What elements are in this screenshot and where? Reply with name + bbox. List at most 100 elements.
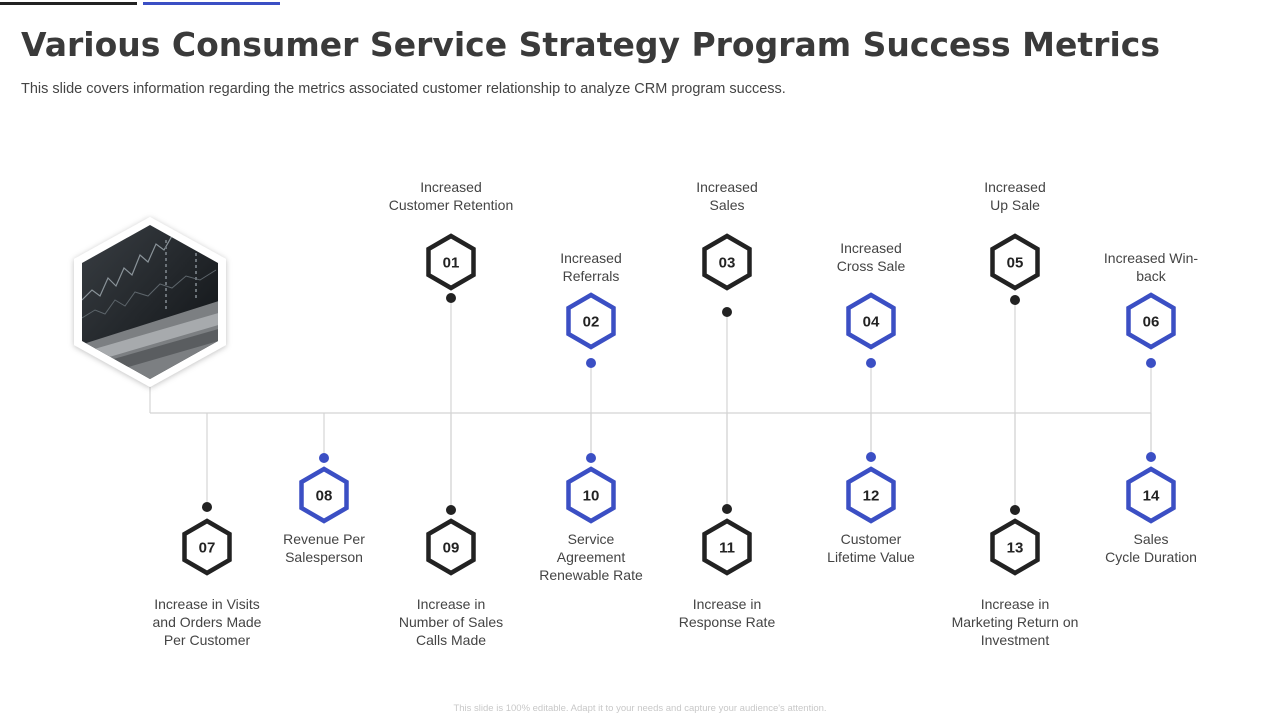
metric-label-line: Agreement bbox=[556, 549, 626, 565]
metric-number-12: 12 bbox=[863, 488, 880, 505]
connector-dot-10 bbox=[586, 453, 596, 463]
hexagon-icon-13 bbox=[990, 518, 1040, 576]
metric-label-line: Service bbox=[567, 531, 615, 547]
metric-label-line: Revenue Per bbox=[283, 531, 365, 547]
metric-node-08: 08 bbox=[299, 413, 349, 524]
laptop-photo-icon bbox=[74, 217, 226, 387]
metric-label-06: Increased Win-back bbox=[1076, 249, 1226, 285]
connector-dot-08 bbox=[319, 453, 329, 463]
hexagon-icon-01 bbox=[426, 233, 476, 291]
metric-node-14: 14 bbox=[1126, 413, 1176, 524]
metric-number-03: 03 bbox=[719, 255, 736, 272]
hexagon-icon-14 bbox=[1126, 466, 1176, 524]
connector-dot-01 bbox=[446, 293, 456, 303]
metric-label-line: Per Customer bbox=[163, 632, 251, 648]
metric-label-11: Increase in Response Rate bbox=[652, 595, 802, 631]
connector-dot-02 bbox=[586, 358, 596, 368]
connector-dot-11 bbox=[722, 504, 732, 514]
metric-label-line: Marketing Return on bbox=[951, 614, 1079, 630]
metric-node-12: 12 bbox=[846, 413, 896, 524]
metric-label-line: Customer bbox=[840, 531, 902, 547]
metric-label-line: Renewable Rate bbox=[539, 567, 643, 583]
metric-label-line: Sales bbox=[709, 197, 745, 213]
metric-number-11: 11 bbox=[719, 540, 735, 557]
metric-label-05: Increased Up Sale bbox=[940, 178, 1090, 214]
metric-number-05: 05 bbox=[1007, 255, 1024, 272]
metric-label-13: Increase in Marketing Return on Investment bbox=[940, 595, 1090, 649]
metric-label-line: and Orders Made bbox=[152, 614, 262, 630]
page-subtitle: This slide covers information regarding … bbox=[21, 81, 786, 97]
metric-label-line: Calls Made bbox=[415, 632, 487, 648]
metric-node-02: 02 bbox=[566, 292, 616, 458]
hexagon-icon-05 bbox=[990, 233, 1040, 291]
metric-label-line: back bbox=[1136, 268, 1166, 284]
metric-label-line: Cross Sale bbox=[836, 258, 906, 274]
hexagon-icon-12 bbox=[846, 466, 896, 524]
metric-label-line: Increased bbox=[840, 240, 902, 256]
metric-label-line: Referrals bbox=[562, 268, 620, 284]
metric-label-line: Increased bbox=[984, 179, 1046, 195]
connector-dot-05 bbox=[1010, 295, 1020, 305]
connector-dot-14 bbox=[1146, 452, 1156, 462]
metric-label-line: Salesperson bbox=[285, 549, 363, 565]
connector-dot-12 bbox=[866, 452, 876, 462]
metric-node-13: 13 bbox=[990, 413, 1040, 576]
metric-number-10: 10 bbox=[583, 488, 600, 505]
metric-label-line: Number of Sales bbox=[398, 614, 504, 630]
hexagon-icon-03 bbox=[702, 233, 752, 291]
hexagon-icon-06 bbox=[1126, 292, 1176, 350]
hexagon-icon-11 bbox=[702, 518, 752, 576]
metric-number-04: 04 bbox=[863, 314, 880, 331]
metric-label-line: Sales bbox=[1133, 531, 1169, 547]
metric-label-line: Up Sale bbox=[990, 197, 1040, 213]
hexagon-icon-02 bbox=[566, 292, 616, 350]
connector-dot-03 bbox=[722, 307, 732, 317]
metric-number-08: 08 bbox=[316, 488, 333, 505]
metric-number-13: 13 bbox=[1007, 540, 1024, 557]
metric-label-line: Response Rate bbox=[678, 614, 776, 630]
metric-label-line: Lifetime Value bbox=[827, 549, 915, 565]
metric-label-line: Increased bbox=[420, 179, 482, 195]
metric-label-line: Increase in bbox=[980, 596, 1050, 612]
hexagon-icon-09 bbox=[426, 518, 476, 576]
connector-dot-07 bbox=[202, 502, 212, 512]
hexagon-icon-04 bbox=[846, 292, 896, 350]
metric-label-line: Customer Retention bbox=[388, 197, 514, 213]
metric-number-14: 14 bbox=[1143, 488, 1160, 505]
metric-node-04: 04 bbox=[846, 292, 896, 457]
metric-node-07: 07 bbox=[182, 413, 232, 576]
metric-node-06: 06 bbox=[1126, 292, 1176, 457]
metric-number-01: 01 bbox=[443, 255, 460, 272]
hexagon-icon-10 bbox=[566, 466, 616, 524]
hexagon-icon-08 bbox=[299, 466, 349, 524]
metric-label-line: Investment bbox=[980, 632, 1050, 648]
metric-label-line: Cycle Duration bbox=[1105, 549, 1197, 565]
metric-number-07: 07 bbox=[199, 540, 216, 557]
metric-label-line: Increased bbox=[560, 250, 622, 266]
footer-note: This slide is 100% editable. Adapt it to… bbox=[453, 703, 827, 714]
top-bar-dark bbox=[0, 2, 137, 5]
metric-node-10: 10 bbox=[566, 413, 616, 524]
metric-label-line: Increase in Visits bbox=[154, 596, 260, 612]
page-title: Various Consumer Service Strategy Progra… bbox=[21, 25, 1160, 64]
metric-node-03: 03 bbox=[702, 233, 752, 509]
metric-node-11: 11 bbox=[702, 413, 752, 576]
metric-node-09: 09 bbox=[426, 413, 476, 576]
connector-dot-13 bbox=[1010, 505, 1020, 515]
metric-label-line: Increase in bbox=[692, 596, 762, 612]
metric-node-01: 01 bbox=[426, 233, 476, 510]
hexagon-icon-07 bbox=[182, 518, 232, 576]
metric-label-line: Increase in bbox=[416, 596, 486, 612]
metric-label-line: Increased Win- bbox=[1103, 250, 1199, 266]
top-bar-blue bbox=[143, 2, 280, 5]
